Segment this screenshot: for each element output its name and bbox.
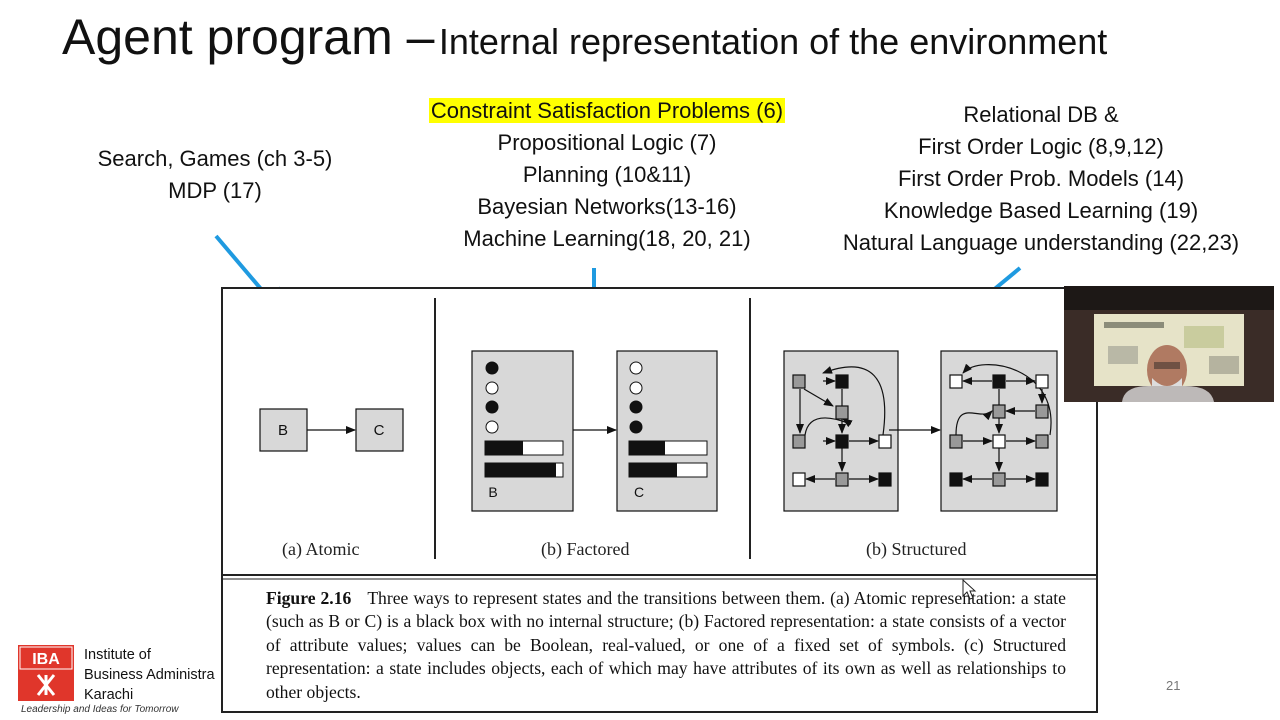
factored-topic: Bayesian Networks(13-16) [477, 194, 737, 219]
factored-topics-list: Constraint Satisfaction Problems (6) Pro… [407, 95, 807, 255]
figure-diagram: B C B C [221, 287, 1098, 713]
figure-panel: B C B C [221, 287, 1098, 713]
factored-diagram: B C [471, 350, 718, 512]
boolean-attr-dot [629, 400, 643, 414]
boolean-attr-dot [629, 420, 643, 434]
slide-title: Agent program – Internal representation … [62, 8, 1107, 66]
factored-state-c-label: C [634, 484, 644, 500]
structured-diagram [783, 350, 1058, 512]
structured-topic: First Order Prob. Models (14) [897, 166, 1185, 191]
atomic-state-c [355, 408, 404, 452]
atomic-state-b [259, 408, 308, 452]
boolean-attr-dot [629, 361, 643, 375]
real-attr-bar-fill [485, 463, 556, 477]
factored-topic: Machine Learning(18, 20, 21) [463, 226, 751, 251]
slide-page-number: 21 [1166, 678, 1181, 693]
object-node [835, 472, 849, 487]
object-node [792, 472, 806, 487]
iba-logo-text: Institute of Business Administra Karachi [84, 645, 215, 705]
real-attr-bar-fill [629, 441, 665, 455]
object-node [835, 434, 849, 449]
object-node [792, 374, 806, 389]
factored-state-b [471, 350, 574, 512]
object-node [1035, 404, 1049, 419]
highlighted-topic: Constraint Satisfaction Problems (6) [428, 98, 786, 123]
object-node [1035, 374, 1049, 389]
boolean-attr-dot [485, 361, 499, 375]
object-node [878, 434, 892, 449]
object-node [992, 472, 1006, 487]
webcam-frame [1064, 286, 1274, 402]
object-node [949, 434, 963, 449]
object-node [949, 374, 963, 389]
object-node [835, 405, 849, 420]
structured-label: (b) Structured [866, 539, 967, 559]
boolean-attr-dot [485, 400, 499, 414]
real-attr-bar-fill [485, 441, 523, 455]
iba-name-line: Karachi [84, 687, 134, 703]
atomic-state-b-label: B [278, 422, 288, 439]
iba-logo-mark-text: IBA [32, 651, 60, 668]
object-node [1035, 472, 1049, 487]
presenter-webcam-video [1064, 286, 1274, 402]
structured-topic: First Order Logic (8,9,12) [918, 134, 1164, 159]
object-node [835, 374, 849, 389]
real-attr-bar-fill [629, 463, 677, 477]
figure-number: Figure 2.16 [266, 588, 352, 608]
atomic-diagram: B C [259, 408, 404, 452]
object-node [992, 404, 1006, 419]
factored-label: (b) Factored [541, 539, 630, 559]
structured-topic: Relational DB & [963, 102, 1119, 127]
object-node [878, 472, 892, 487]
slide-title-main: Agent program – [62, 9, 435, 65]
atomic-state-c-label: C [374, 422, 385, 439]
atomic-label: (a) Atomic [282, 539, 360, 559]
mouse-cursor-icon [962, 579, 977, 600]
iba-name-line: Business Administra [84, 667, 215, 683]
object-node [792, 434, 806, 449]
object-node [992, 434, 1006, 449]
object-node [1035, 434, 1049, 449]
slide-title-sub: Internal representation of the environme… [438, 21, 1108, 62]
structured-topic: Natural Language understanding (22,23) [842, 230, 1240, 255]
figure-border [221, 287, 1098, 713]
atomic-topic: MDP (17) [168, 178, 262, 203]
factored-topic: Propositional Logic (7) [497, 130, 717, 155]
iba-tagline: Leadership and Ideas for Tomorrow [21, 704, 179, 715]
object-node [949, 472, 963, 487]
atomic-topic: Search, Games (ch 3-5) [97, 146, 333, 171]
figure-caption-text: Three ways to represent states and the t… [266, 588, 1066, 702]
iba-logo-mark: IBA [18, 645, 74, 701]
factored-topic: Planning (10&11) [522, 162, 692, 187]
iba-name-line: Institute of [84, 647, 151, 663]
atomic-topics-list: Search, Games (ch 3-5) MDP (17) [80, 143, 350, 207]
boolean-attr-dot [485, 420, 499, 434]
object-node [992, 374, 1006, 389]
boolean-attr-dot [629, 381, 643, 395]
structured-topic: Knowledge Based Learning (19) [883, 198, 1199, 223]
boolean-attr-dot [485, 381, 499, 395]
structured-topics-list: Relational DB & First Order Logic (8,9,1… [821, 99, 1261, 259]
factored-state-b-label: B [488, 484, 497, 500]
